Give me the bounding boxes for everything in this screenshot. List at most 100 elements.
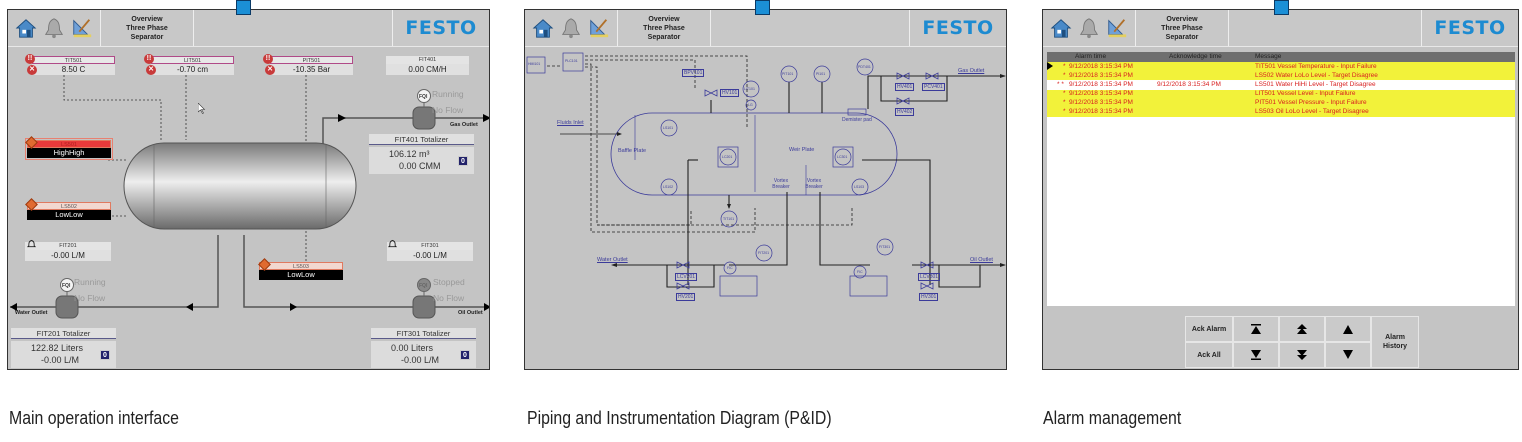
alarm-flag-marker: *: [1063, 99, 1066, 107]
water-outlet-label: Water Outlet: [597, 257, 628, 263]
column-message[interactable]: Message: [1255, 53, 1282, 60]
totalizer-body: 0.00 Liters -0.00 L/M 0: [371, 341, 476, 368]
pid-tag-ls101[interactable]: LS101: [663, 126, 674, 130]
pid-tag-fic301[interactable]: FIC: [857, 270, 863, 274]
pid-tag-pcv401[interactable]: PCV401: [922, 83, 945, 91]
pid-tag-fit201[interactable]: FIT201: [758, 251, 770, 255]
level-switch-ls501[interactable]: LS501 HighHigh: [25, 138, 113, 160]
design-tools-icon[interactable]: [1106, 17, 1128, 39]
title-line-1: Overview: [131, 15, 163, 23]
caption-main-interface: Main operation interface: [9, 408, 179, 428]
design-tools-icon[interactable]: [71, 17, 93, 39]
flow-transmitter-fit201[interactable]: FIT201 -0.00 L/M: [25, 242, 111, 261]
pid-tag-lcv301[interactable]: LCV301: [918, 273, 941, 281]
ack-all-button[interactable]: Ack All: [1185, 342, 1233, 368]
pid-tag-ls102[interactable]: LS102: [663, 185, 674, 189]
pid-tag-lg[interactable]: LG: [748, 103, 753, 107]
svg-text:FQI: FQI: [419, 283, 428, 289]
pid-tag-hv402[interactable]: HV402: [895, 108, 915, 116]
screen-title: Overview Three Phase Separator: [101, 10, 194, 46]
pid-tag-hv301[interactable]: HV301: [919, 293, 939, 301]
instrument-value: 0.00 CM/H: [386, 64, 469, 75]
title-line-2: Three Phase: [643, 24, 685, 32]
flow-status: No Flow: [433, 293, 465, 303]
alarm-exclamation-icon: !!: [144, 54, 154, 64]
demister-pad: [847, 108, 867, 116]
pid-tag-pit101[interactable]: PIT101: [782, 72, 794, 76]
pid-tag-ls103[interactable]: LS103: [854, 185, 865, 189]
pid-tag-fic201[interactable]: FIC: [727, 266, 733, 270]
switch-state: LowLow: [259, 270, 343, 280]
home-icon[interactable]: [15, 17, 37, 39]
line-up-button[interactable]: [1325, 316, 1371, 342]
switch-state: HighHigh: [27, 148, 111, 158]
design-tools-icon[interactable]: [588, 17, 610, 39]
pid-tag-hmi101[interactable]: HMI101: [528, 62, 541, 66]
pid-tag-lcv201[interactable]: LCV201: [675, 273, 698, 281]
hv101-valve: [704, 89, 718, 97]
totalizer-title: FIT401 Totalizer: [369, 134, 474, 145]
level-switch-ls502[interactable]: LS502 LowLow: [27, 202, 111, 220]
alarm-panel: Overview Three Phase Separator FESTO Ala…: [1042, 9, 1519, 370]
instrument-name: FIT301: [387, 242, 473, 250]
instrument-value: -0.00 L/M: [25, 250, 111, 261]
title-line-3: Separator: [1165, 33, 1199, 41]
totalizer-rate: 0.00 CMM: [399, 161, 441, 171]
festo-logo: FESTO: [405, 17, 477, 39]
bell-icon[interactable]: [1078, 17, 1100, 39]
scroll-top-button[interactable]: [1233, 316, 1279, 342]
column-acknowledge-time[interactable]: Acknowledge time: [1169, 53, 1222, 60]
page-down-button[interactable]: [1279, 342, 1325, 368]
caption-alarm-management: Alarm management: [1043, 408, 1182, 428]
pid-tag-lit101[interactable]: LIT101: [744, 87, 755, 91]
reset-totalizer-button[interactable]: 0: [458, 156, 468, 166]
lc301-box: [832, 146, 854, 168]
scroll-bottom-button[interactable]: [1233, 342, 1279, 368]
page-up-button[interactable]: [1279, 316, 1325, 342]
ls102-bubble: [660, 178, 678, 196]
line-down-button[interactable]: [1325, 342, 1371, 368]
ack-alarm-button[interactable]: Ack Alarm: [1185, 316, 1233, 342]
level-switch-ls503[interactable]: LS503 LowLow: [259, 262, 343, 280]
pid-tag-bpv101[interactable]: BPV101: [682, 69, 705, 77]
home-icon[interactable]: [1050, 17, 1072, 39]
instrument-fit401[interactable]: FIT401 0.00 CM/H: [386, 56, 469, 75]
reset-totalizer-button[interactable]: 0: [460, 350, 470, 360]
instrument-lit501[interactable]: LIT501 -0.70 cm: [151, 56, 234, 75]
pid-tag-tit101[interactable]: TIT101: [723, 217, 735, 221]
pid-tag-lc301[interactable]: LC301: [837, 155, 848, 159]
bell-icon[interactable]: [560, 17, 582, 39]
bell-icon[interactable]: [43, 17, 65, 39]
pid-tag-hv201[interactable]: HV201: [676, 293, 696, 301]
header-bar: Overview Three Phase Separator FESTO: [8, 10, 489, 47]
pdt401-bubble: [856, 58, 874, 76]
pid-tag-hv401[interactable]: HV401: [895, 83, 915, 91]
pid-tag-pdt401[interactable]: PDT401: [858, 65, 871, 69]
alarm-history-button[interactable]: Alarm History: [1371, 316, 1419, 368]
totalizer-body: 106.12 m³ 0.00 CMM 0: [369, 147, 474, 174]
message-cell: LS501 Water HiHi Level - Target Disagree: [1255, 80, 1376, 88]
title-line-3: Separator: [130, 33, 164, 41]
lcv301-valve: [920, 261, 934, 269]
flow-transmitter-fit301[interactable]: FIT301 -0.00 L/M: [387, 242, 473, 261]
home-icon[interactable]: [532, 17, 554, 39]
column-alarm-time[interactable]: Alarm time: [1075, 53, 1107, 60]
title-line-3: Separator: [647, 33, 681, 41]
pid-tag-plc101[interactable]: PLC101: [565, 59, 578, 63]
pid-tag-lc201[interactable]: LC201: [722, 155, 733, 159]
pid-tag-hv101[interactable]: HV101: [720, 89, 740, 97]
instrument-tit501[interactable]: TIT501 8.50 C: [32, 56, 115, 75]
fic201-bubble: [723, 261, 737, 275]
pid-tag-fit301[interactable]: FIT301: [879, 245, 891, 249]
reset-totalizer-button[interactable]: 0: [100, 350, 110, 360]
screen-title: Overview Three Phase Separator: [618, 10, 711, 46]
flow-meter-oil: [412, 295, 436, 319]
pid-tag-pi101[interactable]: PI101: [816, 72, 826, 76]
instrument-pit501[interactable]: PIT501 -10.35 Bar: [270, 56, 353, 75]
